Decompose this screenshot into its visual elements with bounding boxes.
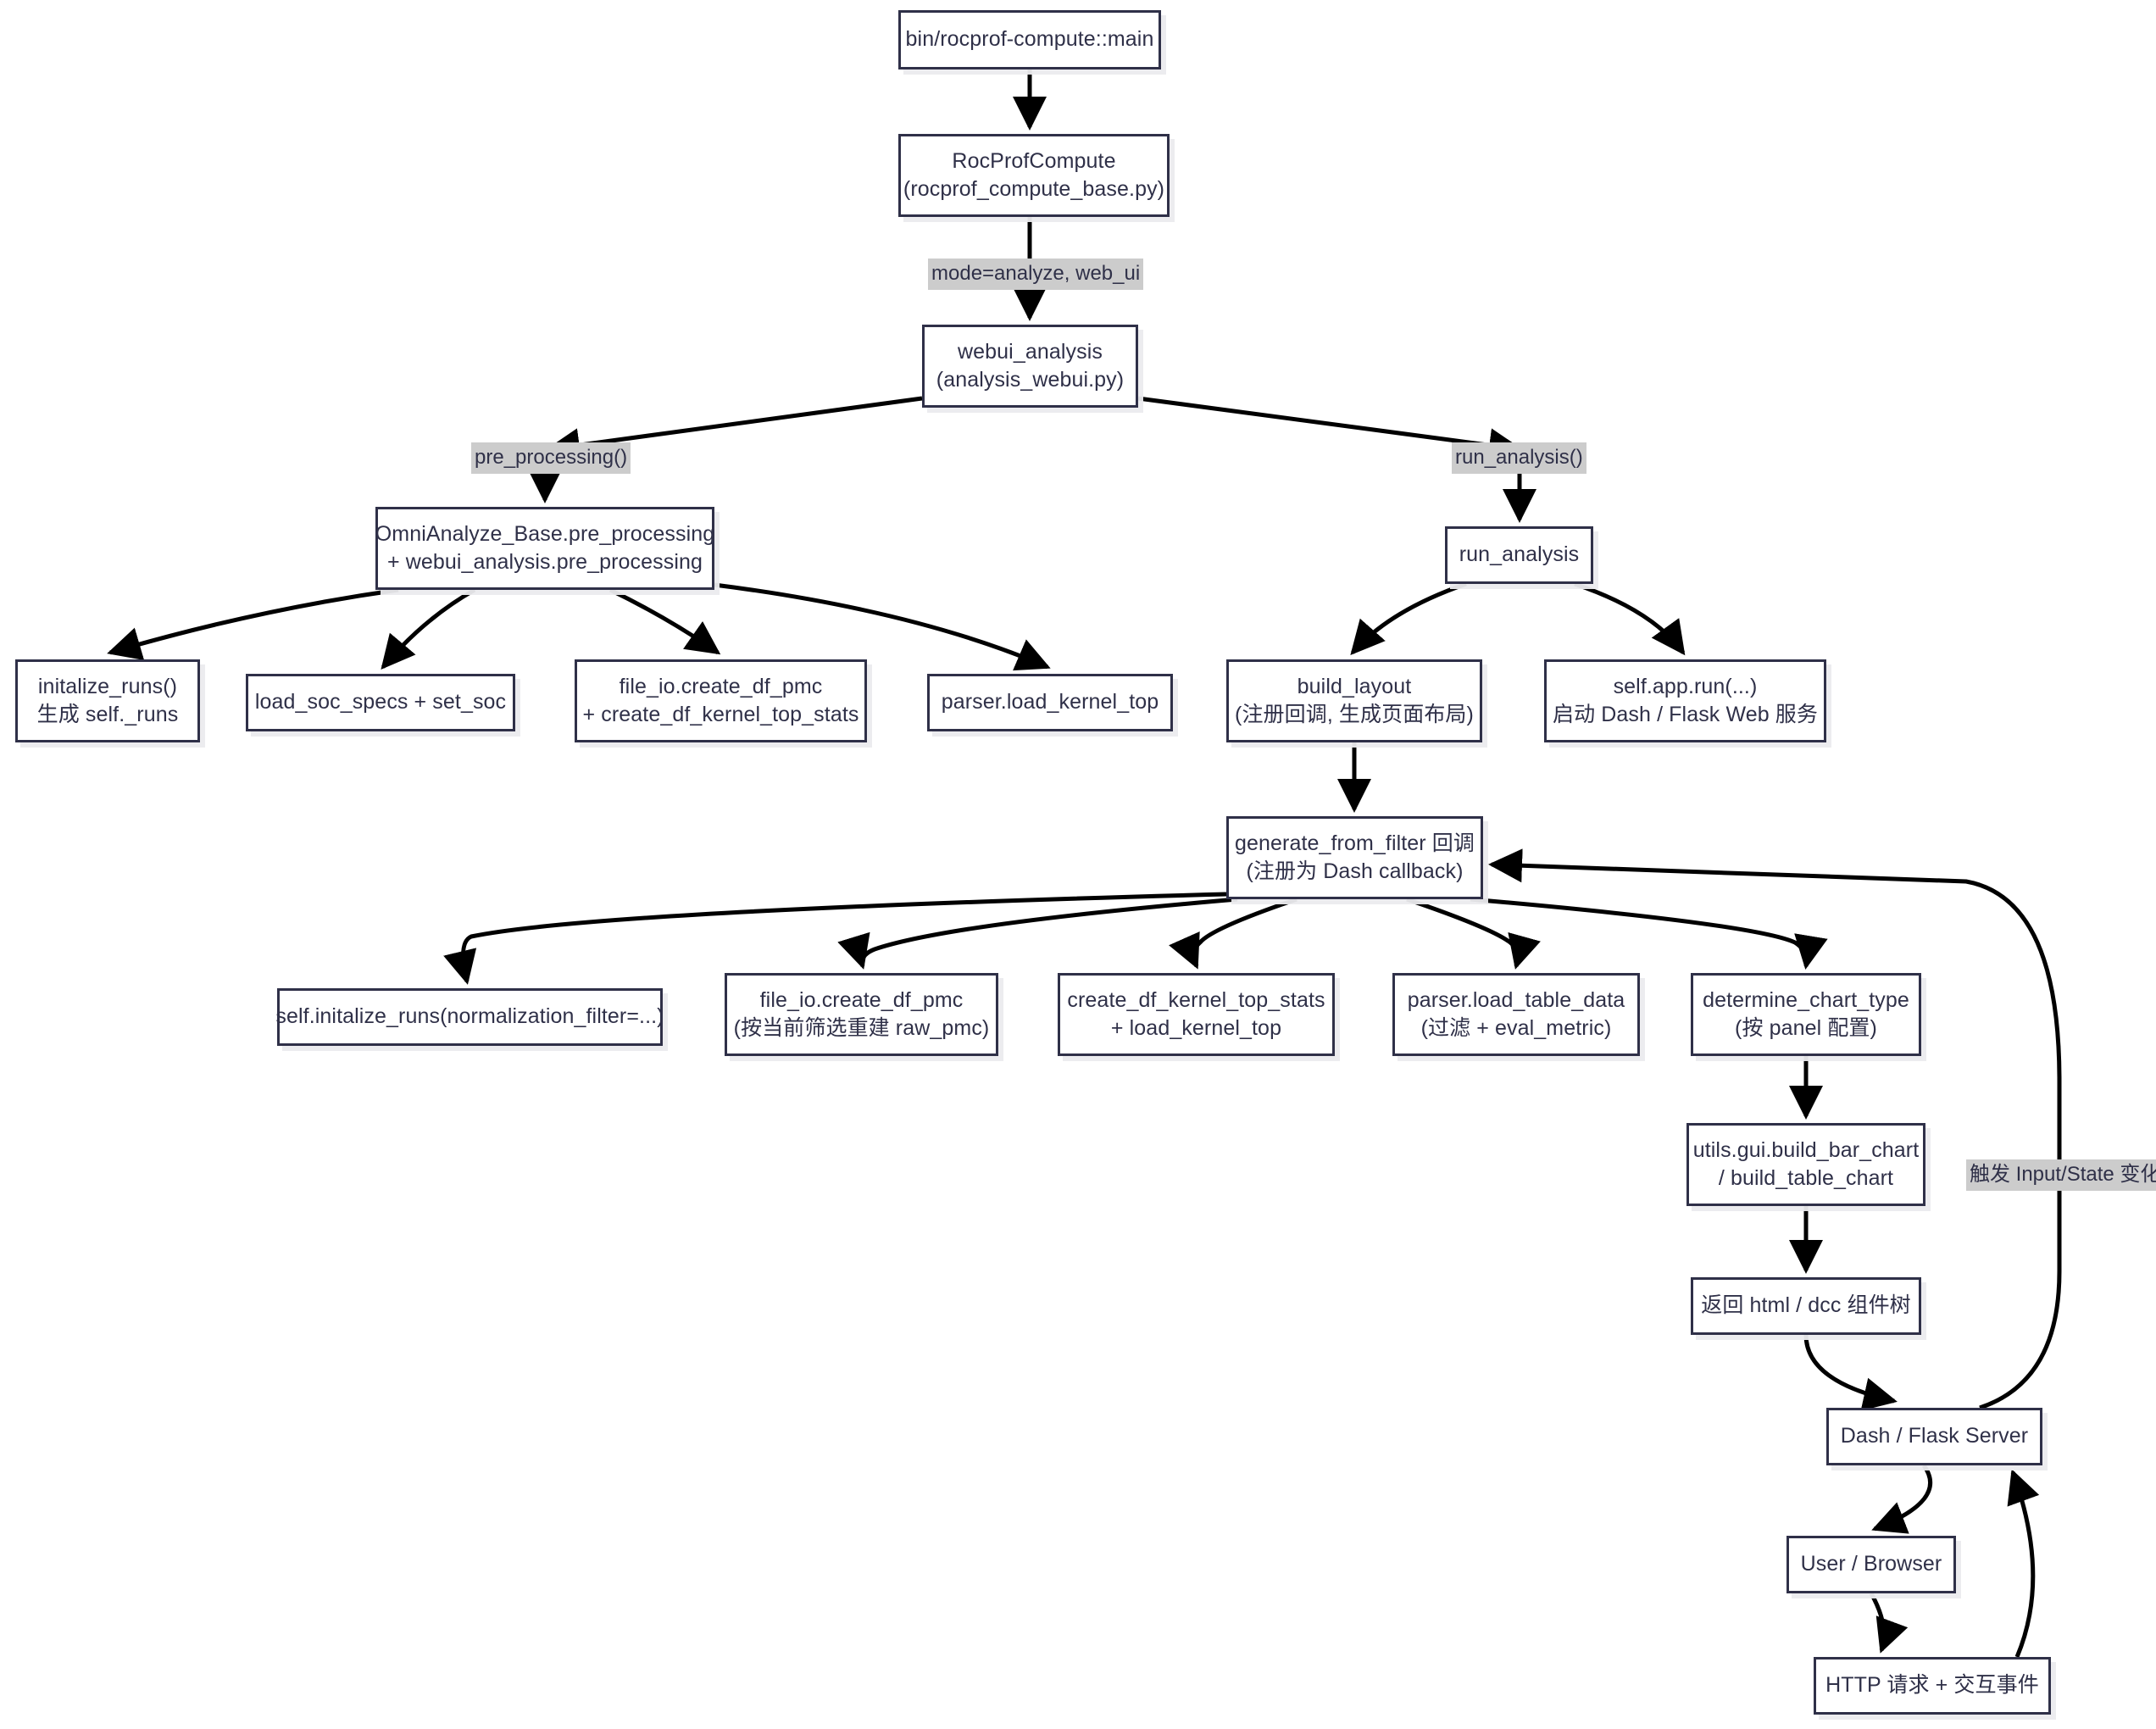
node-build_layout-line: (注册回调, 生成页面布局) (1235, 703, 1474, 726)
edge-webui-to-omni-pre (546, 396, 923, 462)
edge-omni-to-initalize-runs (107, 587, 399, 661)
edge-omni-to-file-io-pmc (608, 587, 721, 655)
node-run_analysis: run_analysis (1445, 526, 1593, 584)
node-user_browser: User / Browser (1786, 1536, 1956, 1593)
edge-generate-to-file-io-pmc-b (837, 897, 1238, 970)
node-http_events: HTTP 请求 + 交互事件 (1814, 1657, 2051, 1715)
node-initalize_runs: initalize_runs() 生成 self._runs (15, 659, 200, 742)
node-self_init_runs-line: self.initalize_runs(normalization_filter… (275, 1004, 664, 1029)
edge-omni-to-load-soc (381, 587, 476, 670)
edge-webui-to-runanalysis (1137, 396, 1523, 463)
node-load_table_data-line: parser.load_table_data (1407, 987, 1625, 1012)
node-gen_from_filter-line: (注册为 Dash callback) (1246, 859, 1464, 883)
edge-return-tree-to-dash-server (1803, 1334, 1898, 1411)
edge-http-events-to-dash-server (2007, 1469, 2040, 1658)
node-determine_chart-line: (按 panel 配置) (1735, 1016, 1877, 1040)
node-app_run-line: 启动 Dash / Flask Web 服务 (1553, 703, 1818, 726)
edge-runanalysis-to-build-layout (1350, 581, 1467, 656)
node-parser_ktop: parser.load_kernel_top (927, 674, 1173, 731)
node-run_analysis-line: run_analysis (1459, 542, 1580, 567)
node-initalize_runs-line: initalize_runs() (37, 674, 178, 698)
edge-runanalysis-to-app-run (1574, 581, 1686, 656)
node-kernel_top_stats: create_df_kernel_top_stats + load_kernel_… (1058, 973, 1335, 1056)
node-app_run: self.app.run(...) 启动 Dash / Flask Web 服务 (1544, 659, 1826, 742)
node-webui_analysis-line: webui_analysis (958, 339, 1103, 364)
node-return_tree-line: 返回 html / dcc 组件树 (1701, 1293, 1911, 1318)
node-rocprofcompute-line: RocProfCompute (952, 148, 1116, 173)
node-initalize_runs-line: 生成 self._runs (36, 703, 179, 726)
node-load_soc: load_soc_specs + set_soc (246, 674, 515, 731)
node-gen_from_filter-line: generate_from_filter 回调 (1235, 831, 1475, 855)
node-omni_pre-line: OmniAnalyze_Base.pre_processing (375, 521, 715, 546)
edge-generate-to-self-init-runs (443, 892, 1227, 985)
node-omni_pre-line: + webui_analysis.pre_processing (386, 550, 703, 574)
node-build_bar_chart-line: utils.gui.build_bar_chart (1692, 1137, 1920, 1162)
edge-user-browser-to-http-events (1869, 1592, 1909, 1654)
node-file_io_pmc_a-line: + create_df_kernel_top_stats (582, 703, 859, 726)
node-file_io_pmc_b-line: (按当前筛选重建 raw_pmc) (733, 1016, 990, 1040)
node-file_io_pmc_a: file_io.create_df_pmc + create_df_kernel_… (575, 659, 867, 742)
node-dash_server: Dash / Flask Server (1826, 1408, 2042, 1465)
edge-generate-to-determine-chart (1470, 897, 1828, 970)
node-determine_chart-line: determine_chart_type (1703, 987, 1909, 1012)
node-file_io_pmc_b-line: file_io.create_df_pmc (759, 987, 964, 1012)
edge-label-pre-processing-label: pre_processing() (471, 442, 631, 474)
node-build_layout: build_layout (注册回调, 生成页面布局) (1226, 659, 1482, 742)
node-kernel_top_stats-line: + load_kernel_top (1110, 1016, 1282, 1040)
edge-generate-to-load-table-data (1406, 897, 1541, 970)
node-rocprofcompute-line: (rocprof_compute_base.py) (903, 177, 1165, 201)
edge-label-run-analysis-label: run_analysis() (1452, 442, 1586, 474)
node-load_table_data: parser.load_table_data (过滤 + eval_metric) (1392, 973, 1640, 1056)
edge-label-mode-label: mode=analyze, web_ui (928, 259, 1144, 290)
node-main-line: bin/rocprof-compute::main (905, 27, 1154, 52)
node-file_io_pmc_a-line: file_io.create_df_pmc (619, 674, 823, 698)
node-rocprofcompute: RocProfCompute (rocprof_compute_base.py) (898, 134, 1170, 217)
node-file_io_pmc_b: file_io.create_df_pmc (按当前筛选重建 raw_pmc) (725, 973, 998, 1056)
node-app_run-line: self.app.run(...) (1613, 674, 1758, 698)
node-build_bar_chart: utils.gui.build_bar_chart / build_table_c… (1686, 1123, 1925, 1206)
node-determine_chart: determine_chart_type (按 panel 配置) (1691, 973, 1921, 1056)
edge-label-trigger-label: 触发 Input/State 变化 (1966, 1159, 2156, 1191)
node-user_browser-line: User / Browser (1800, 1552, 1942, 1576)
node-http_events-line: HTTP 请求 + 交互事件 (1825, 1673, 2039, 1698)
edge-dash-server-to-user-browser (1871, 1464, 1933, 1534)
node-load_soc-line: load_soc_specs + set_soc (254, 690, 507, 714)
node-dash_server-line: Dash / Flask Server (1840, 1424, 2029, 1448)
edge-omni-to-parser-kernel-top (714, 582, 1051, 671)
node-load_table_data-line: (过滤 + eval_metric) (1420, 1016, 1612, 1040)
node-return_tree: 返回 html / dcc 组件树 (1691, 1277, 1921, 1335)
node-webui_analysis: webui_analysis (analysis_webui.py) (922, 325, 1138, 408)
node-kernel_top_stats-line: create_df_kernel_top_stats (1067, 987, 1325, 1012)
node-omni_pre: OmniAnalyze_Base.pre_processing + webui_a… (375, 507, 714, 590)
node-build_bar_chart-line: / build_table_chart (1718, 1166, 1894, 1190)
node-main: bin/rocprof-compute::main (898, 10, 1161, 69)
node-self_init_runs: self.initalize_runs(normalization_filter… (275, 988, 664, 1046)
node-parser_ktop-line: parser.load_kernel_top (941, 690, 1159, 714)
node-webui_analysis-line: (analysis_webui.py) (936, 368, 1125, 392)
edge-generate-to-kernel-top-stats (1169, 897, 1297, 970)
node-build_layout-line: build_layout (1297, 674, 1412, 698)
node-gen_from_filter: generate_from_filter 回调 (注册为 Dash callbac… (1226, 816, 1483, 899)
